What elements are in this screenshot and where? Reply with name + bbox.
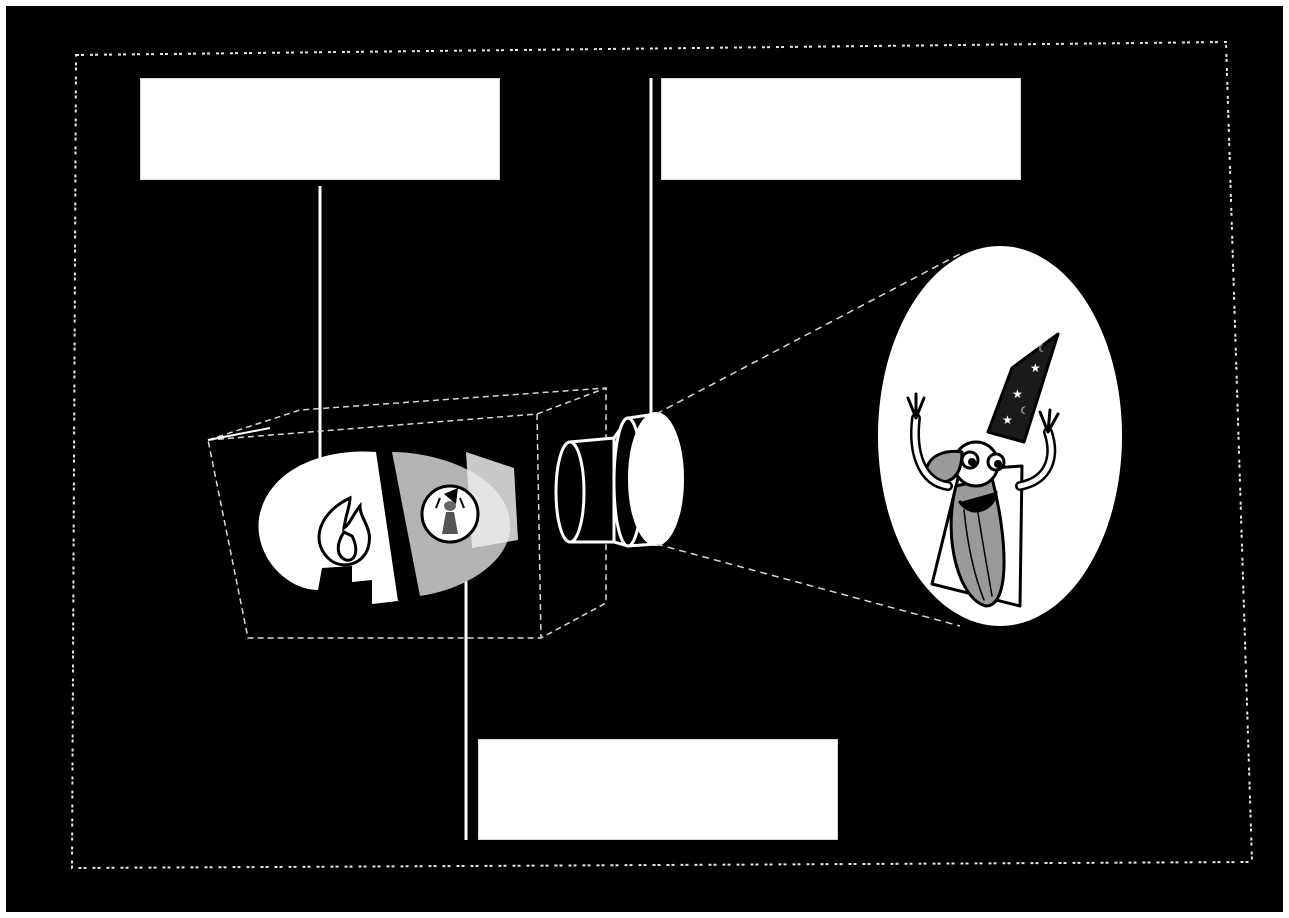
projector-housing (207, 386, 607, 639)
svg-text:★: ★ (1030, 361, 1041, 375)
label-box-top-left (140, 78, 500, 180)
label-box-top-right (661, 78, 1021, 180)
projection-beam (655, 253, 961, 627)
svg-text:★: ★ (1012, 387, 1023, 401)
svg-text:☾: ☾ (1020, 406, 1029, 417)
figure-icon (420, 484, 480, 544)
svg-text:☾: ☾ (1038, 344, 1047, 355)
wizard-illustration: ★ ★ ★ ☾ ☾ (906, 332, 1060, 608)
svg-text:★: ★ (1002, 413, 1013, 427)
housing-top-edge (207, 427, 271, 441)
lens-barrel (554, 412, 684, 548)
label-box-bottom (478, 739, 838, 840)
dashed-frame (70, 40, 1254, 870)
flame-icon (317, 495, 371, 567)
light-source-window (258, 451, 398, 604)
slide-light-strip (466, 452, 518, 548)
